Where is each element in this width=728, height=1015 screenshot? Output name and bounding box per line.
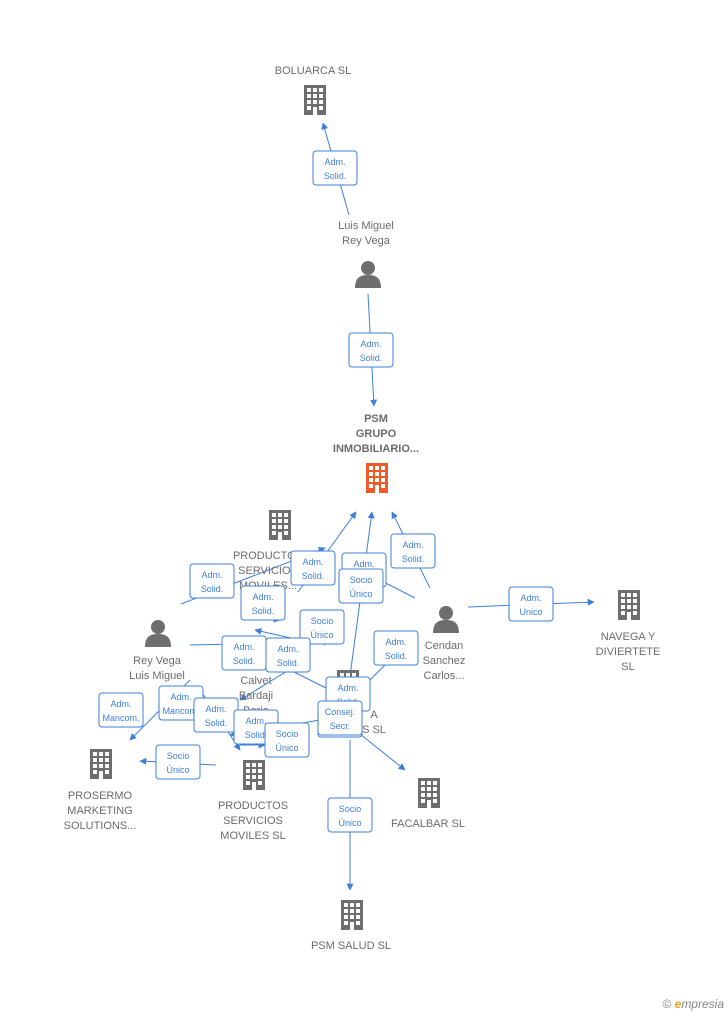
relation-label[interactable]: Adm.Solid.	[189, 563, 235, 599]
relation-box	[240, 585, 286, 621]
relation-box	[327, 797, 373, 833]
relation-label[interactable]: Adm.Solid.	[193, 697, 239, 733]
building-icon	[341, 900, 363, 930]
relation-label[interactable]: Consej.Secr.	[317, 700, 363, 736]
relation-label[interactable]: Adm.Solid.	[373, 630, 419, 666]
relation-box	[348, 332, 394, 368]
relation-label[interactable]: Adm.Solid.	[265, 637, 311, 673]
relation-label[interactable]: Adm.Mancom.	[98, 692, 144, 728]
node-boluarca[interactable]: BOLUARCA SL	[275, 65, 351, 115]
relation-text: Adm.Solid.	[233, 642, 256, 666]
footer-credit: © empresia	[662, 997, 724, 1011]
relation-label[interactable]: Adm.Solid.	[390, 533, 436, 569]
relation-text: Adm.Solid.	[402, 540, 425, 564]
building-icon	[243, 760, 265, 790]
node-psm-salud[interactable]: PSM SALUD SL	[311, 900, 391, 952]
relation-text: Adm.Solid.	[252, 592, 275, 616]
relation-text: Adm.Solid.	[277, 644, 300, 668]
person-icon	[145, 620, 171, 647]
copyright-symbol: ©	[662, 997, 672, 1011]
node-label: PSM SALUD SL	[311, 940, 391, 952]
relation-box	[265, 637, 311, 673]
relation-text: Adm.Solid.	[360, 339, 383, 363]
building-icon	[304, 85, 326, 115]
relation-text: Adm.Solid.	[201, 570, 224, 594]
relation-label[interactable]: Adm.Solid.	[221, 635, 267, 671]
relation-box	[373, 630, 419, 666]
relation-box	[338, 568, 384, 604]
relation-text: Adm.Mancom.	[162, 692, 199, 716]
relation-text: Adm.Solid.	[302, 557, 325, 581]
relation-text: Adm.Unico	[519, 593, 542, 617]
relation-box	[98, 692, 144, 728]
relation-box	[312, 150, 358, 186]
relation-box	[299, 609, 345, 645]
relation-text: Adm.Solid.	[385, 637, 408, 661]
relation-text: Adm.Solid.	[245, 716, 268, 740]
relation-label[interactable]: Adm.Solid.	[240, 585, 286, 621]
relations-layer: Adm.Solid. Adm.Solid. Adm.Solid. Adm.Solid.…	[98, 150, 554, 833]
building-icon	[418, 778, 440, 808]
node-label: BOLUARCA SL	[275, 65, 351, 77]
relation-text: Adm.Solid.	[324, 157, 347, 181]
person-icon	[433, 606, 459, 633]
relation-box	[189, 563, 235, 599]
relation-box	[390, 533, 436, 569]
relation-label[interactable]: Adm.Unico	[508, 586, 554, 622]
relation-edge	[354, 729, 406, 771]
relation-box	[155, 744, 201, 780]
relation-text: Adm.Mancom.	[102, 699, 139, 723]
relation-text: Consej.Secr.	[325, 707, 356, 731]
brand-logo[interactable]: empresia	[674, 997, 724, 1011]
relation-text: Adm.Solid.	[205, 704, 228, 728]
relation-box	[290, 550, 336, 586]
node-facalbar[interactable]: FACALBAR SL	[391, 778, 465, 830]
building-icon	[618, 590, 640, 620]
node-label: FACALBAR SL	[391, 818, 465, 830]
relation-box	[264, 722, 310, 758]
relation-box	[508, 586, 554, 622]
building-icon	[269, 510, 291, 540]
relation-label[interactable]: Adm.Solid.	[312, 150, 358, 186]
building-icon	[90, 749, 112, 779]
building-icon	[366, 463, 388, 493]
relation-label[interactable]: Adm.Solid.	[348, 332, 394, 368]
relation-box	[317, 700, 363, 736]
relation-label[interactable]: Adm.Solid.	[290, 550, 336, 586]
person-icon	[355, 261, 381, 288]
